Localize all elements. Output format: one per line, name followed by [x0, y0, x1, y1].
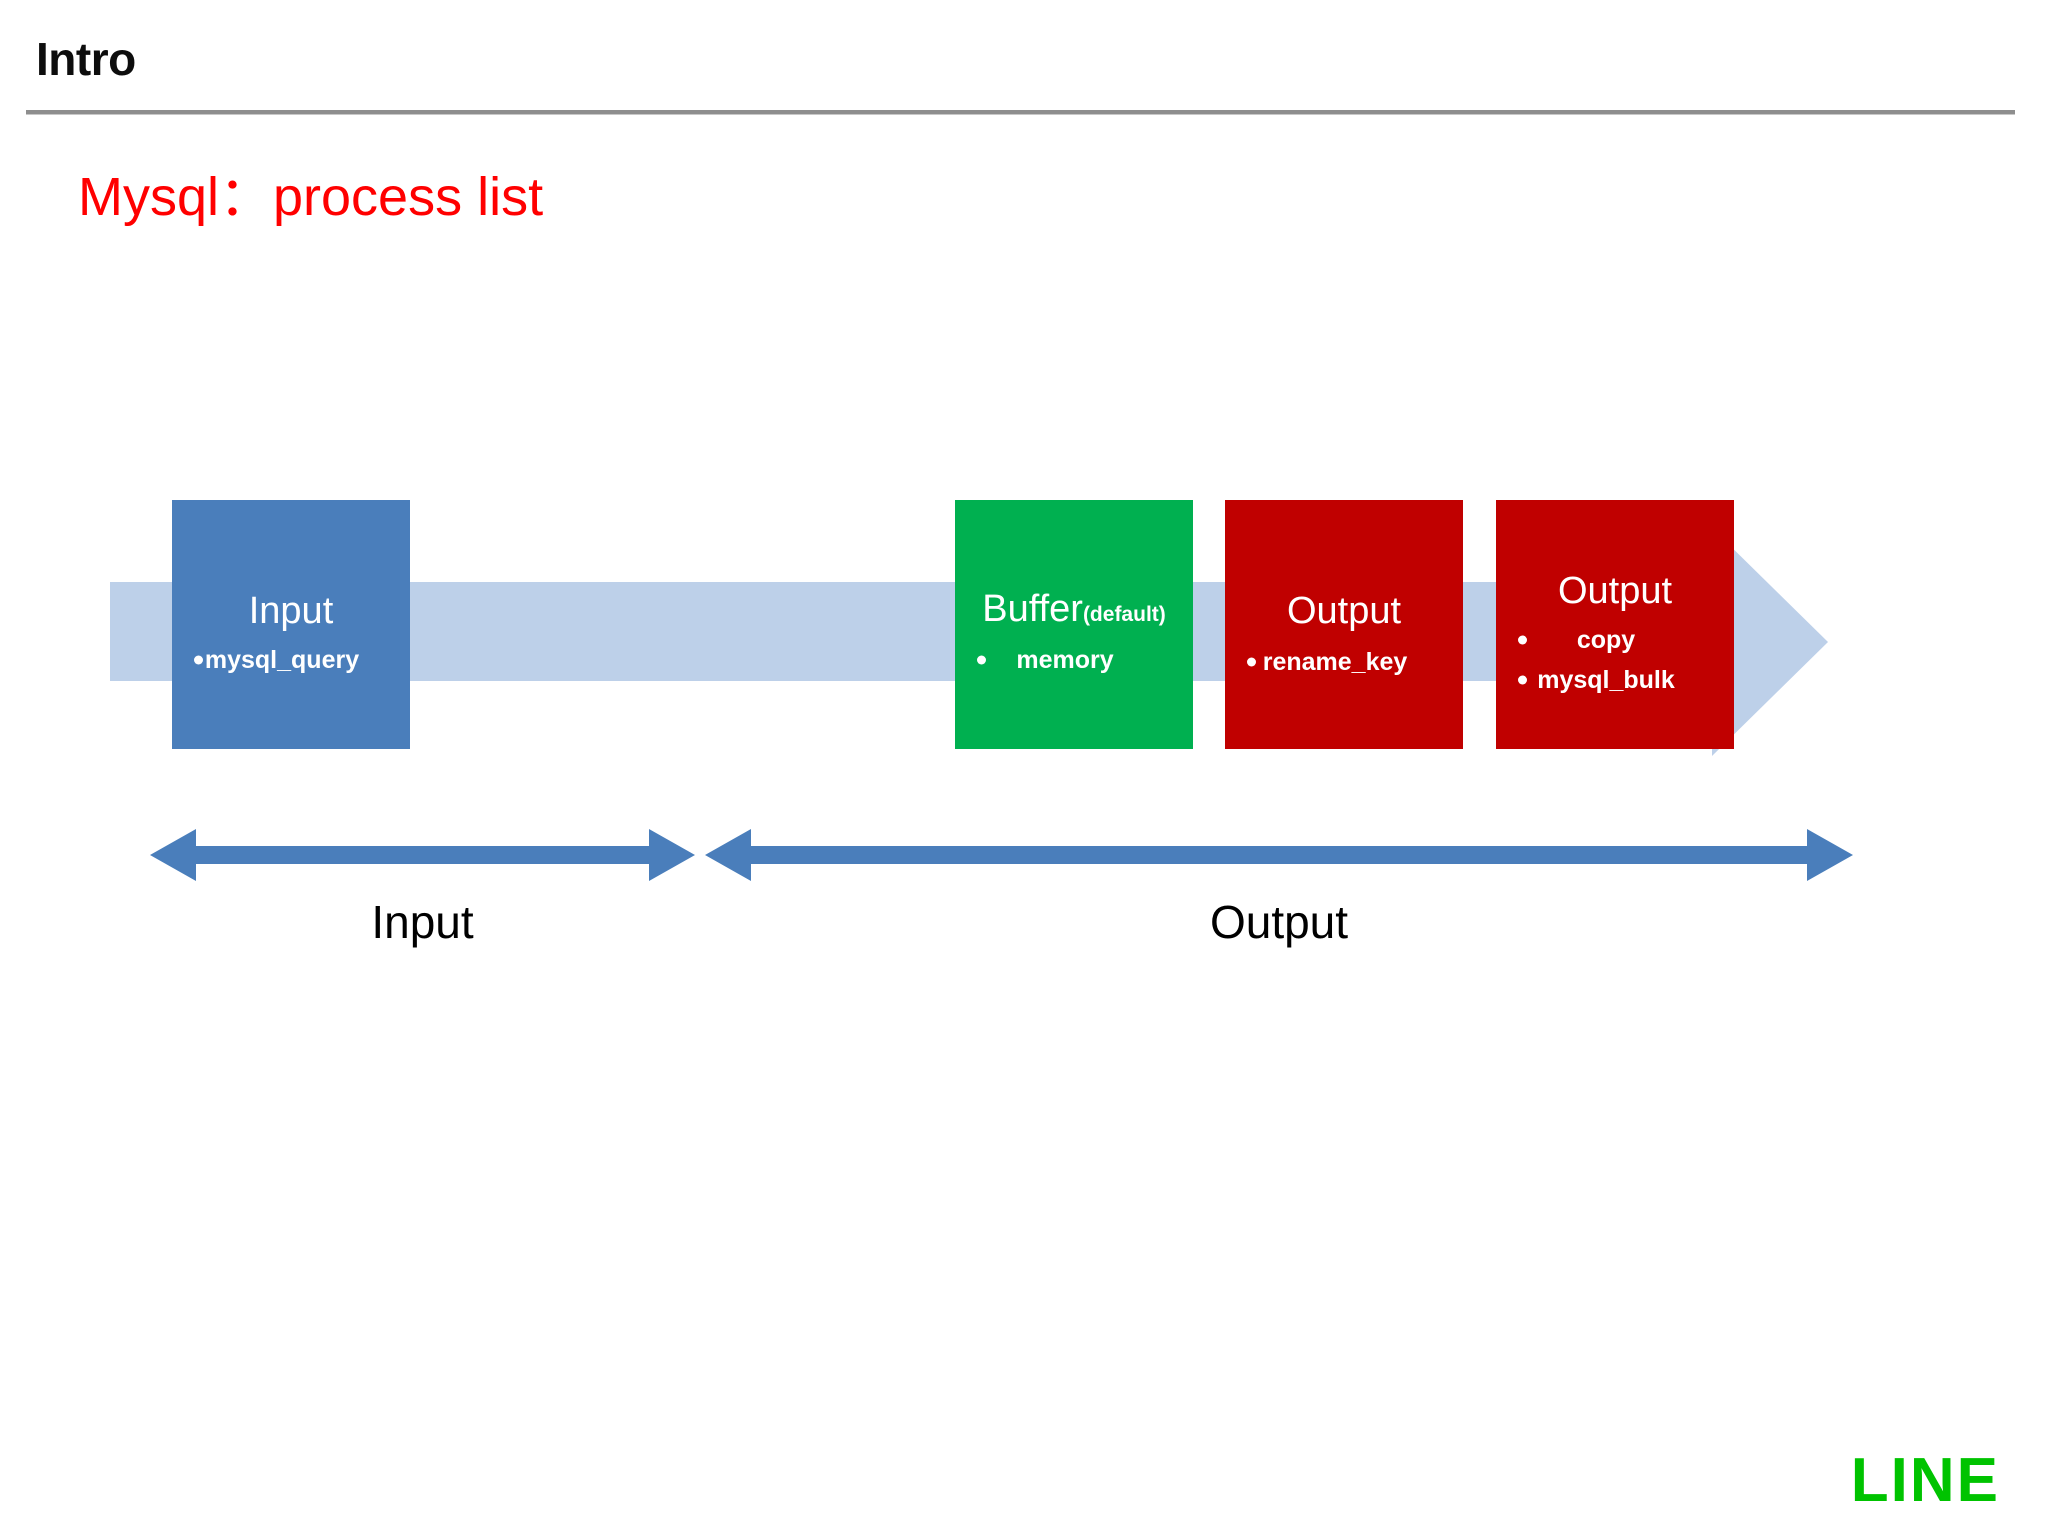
bullet-dot-icon: [1247, 657, 1256, 667]
slide-header: Intro: [0, 0, 2048, 120]
stage-title-text-output-1: Output: [1286, 590, 1402, 632]
bullet-dot-icon: [977, 655, 986, 665]
stage-title-output-1: Output: [1225, 592, 1463, 630]
stage-title-text-input: Input: [248, 590, 334, 632]
stage-box-output-1: Output rename_key: [1225, 500, 1463, 749]
stage-title-output-2: Output: [1496, 572, 1734, 610]
double-arrow-icon: [705, 829, 1853, 881]
stage-box-buffer: Buffer(default) memory: [955, 500, 1193, 749]
bullet-dot-icon: [1518, 675, 1527, 685]
stage-bullets-buffer: memory: [955, 640, 1193, 680]
flow-arrow-head-icon: [1712, 528, 1828, 756]
line-logo: LINE: [1850, 1446, 2000, 1515]
stage-title-suffix-buffer: (default): [1082, 603, 1166, 626]
bullet-dot-icon: [1518, 635, 1527, 645]
list-item: memory: [955, 640, 1193, 680]
bullet-label: memory: [1016, 646, 1114, 674]
stage-box-output-2: Output copy mysql_bulk: [1496, 500, 1734, 749]
list-item: rename_key: [1225, 642, 1463, 682]
bullet-label: copy: [1576, 626, 1636, 654]
list-item: mysql_bulk: [1496, 660, 1734, 700]
page-title: Intro: [36, 33, 136, 85]
stage-title-text-output-2: Output: [1557, 570, 1673, 612]
bullet-dot-icon: [194, 655, 203, 665]
stage-bullets-output-1: rename_key: [1225, 642, 1463, 682]
flow-arrow-body: [110, 582, 1715, 681]
stage-title-text-buffer: Buffer: [982, 588, 1083, 630]
subtitle-text: Mysql：process list: [78, 167, 544, 227]
span-arrow-input: [150, 825, 695, 885]
double-arrow-icon: [150, 829, 695, 881]
bullet-label: mysql_bulk: [1537, 666, 1675, 694]
bullet-label: mysql_query: [204, 646, 360, 674]
stage-title-input: Input: [172, 592, 410, 630]
stage-bullets-output-2: copy mysql_bulk: [1496, 620, 1734, 700]
stage-box-input: Input mysql_query: [172, 500, 410, 749]
span-label-input: Input: [371, 896, 474, 948]
span-label-output: Output: [1209, 896, 1349, 948]
list-item: mysql_query: [172, 640, 410, 680]
bullet-label: rename_key: [1262, 648, 1408, 676]
header-divider: [26, 110, 2015, 115]
span-arrow-output: [705, 825, 1853, 885]
stage-title-buffer: Buffer(default): [955, 590, 1193, 628]
list-item: copy: [1496, 620, 1734, 660]
stage-bullets-input: mysql_query: [172, 640, 410, 680]
